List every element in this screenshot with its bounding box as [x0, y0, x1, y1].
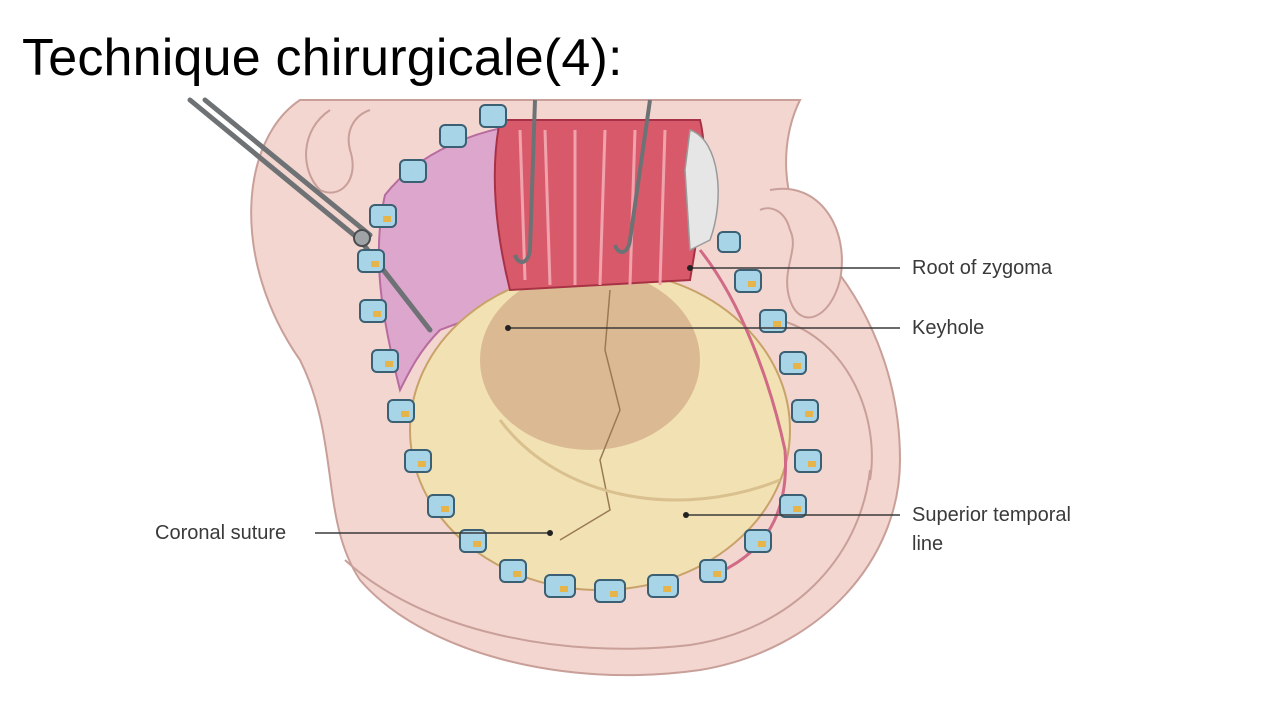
leader-keyhole-dot [505, 325, 511, 331]
label-superior-temporal-line-1: Superior temporal [912, 504, 1071, 526]
ear-left [305, 109, 371, 194]
label-superior-temporal-line: Superior temporal line [912, 501, 1071, 559]
keyhole-shadow [480, 270, 700, 450]
coronal-suture-line [559, 289, 621, 541]
label-keyhole: Keyhole [912, 317, 985, 339]
label-coronal-suture: Coronal suture [155, 522, 287, 544]
leader-superior-temporal-line-dot [683, 512, 689, 518]
label-superior-temporal-line-2: line [912, 533, 944, 555]
gauze-pad [684, 128, 719, 252]
head-inner-contour [344, 469, 871, 650]
skin-fold-right [779, 319, 873, 481]
clip-gold-accents [371, 216, 816, 597]
label-root-of-zygoma: Root of zygoma [912, 257, 1053, 279]
leader-root-of-zygoma-dot [687, 265, 693, 271]
hook-left [513, 99, 537, 264]
vessel-strip [698, 249, 788, 582]
superior-temporal-line-mark [498, 419, 781, 502]
muscle-fibers [518, 129, 667, 286]
forceps-hinge [353, 229, 371, 247]
ear-right [759, 187, 843, 319]
leader-coronal-suture-dot [547, 530, 553, 536]
hook-right [613, 99, 652, 254]
page-title: Technique chirurgicale(4): [22, 29, 623, 87]
